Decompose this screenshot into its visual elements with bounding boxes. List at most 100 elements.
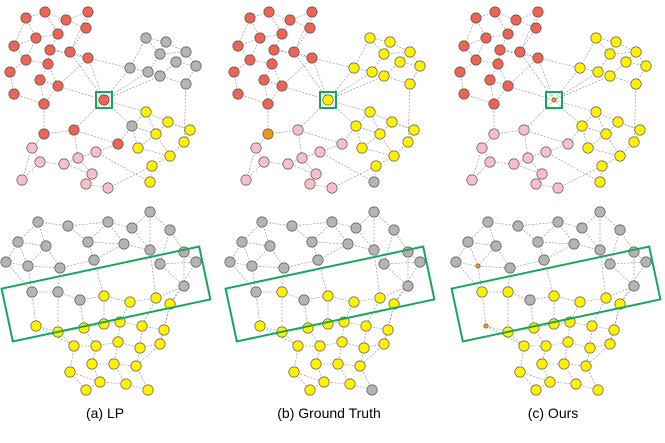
graph-edge xyxy=(85,381,101,391)
graph-edge xyxy=(327,321,345,325)
graph-edge xyxy=(481,147,491,163)
graph-node xyxy=(414,60,426,72)
graph-node xyxy=(306,52,318,64)
graph-edge xyxy=(129,37,147,69)
graph-edge xyxy=(229,261,257,293)
graph-node xyxy=(614,150,626,162)
graph-edge xyxy=(291,221,333,227)
graph-node xyxy=(30,320,42,332)
graph-edge xyxy=(87,57,105,101)
graph-node xyxy=(364,106,376,118)
graph-node xyxy=(532,52,544,64)
graph-edge xyxy=(107,165,153,189)
graph-node xyxy=(570,378,582,390)
graph-node xyxy=(482,216,494,228)
graph-node xyxy=(20,54,32,66)
graph-node xyxy=(58,158,70,170)
graph-node xyxy=(310,168,322,180)
graph-node xyxy=(604,258,616,270)
graph-node xyxy=(160,36,172,48)
graph-node xyxy=(154,338,166,350)
graph-node xyxy=(384,36,396,48)
graph-node xyxy=(484,74,496,86)
graph-node xyxy=(404,78,416,90)
graph-node xyxy=(388,224,400,236)
panel-ground-truth xyxy=(224,6,436,396)
graph-node xyxy=(382,324,394,336)
graph-node xyxy=(576,222,588,234)
graph-node xyxy=(350,120,362,132)
graph-node xyxy=(26,286,38,298)
graph-node xyxy=(584,342,596,354)
graph-node xyxy=(8,88,20,100)
graph-node xyxy=(590,106,602,118)
graph-edge xyxy=(93,259,105,297)
graph-edge xyxy=(95,151,151,183)
graph-node xyxy=(20,12,32,24)
graph-node xyxy=(502,28,514,40)
graph-node xyxy=(262,98,274,110)
graph-node xyxy=(8,40,20,52)
graph-edge xyxy=(255,291,261,327)
graph-edge xyxy=(557,165,603,189)
graph-node xyxy=(162,116,174,128)
graph-node xyxy=(154,70,166,82)
graph-node xyxy=(296,152,308,164)
graph-node xyxy=(134,342,146,354)
graph-edge xyxy=(407,83,411,143)
graph-node xyxy=(142,384,154,396)
graph-node xyxy=(536,168,548,180)
graph-node xyxy=(620,56,632,68)
graph-edge xyxy=(327,67,355,101)
graph-node xyxy=(502,80,514,92)
graph-node xyxy=(530,384,542,396)
graph-node xyxy=(80,22,92,34)
graph-node xyxy=(374,128,386,140)
graph-node xyxy=(574,296,586,308)
graph-node xyxy=(378,338,390,350)
graph-node xyxy=(594,244,606,256)
graph-node xyxy=(82,236,94,248)
graph-edge xyxy=(553,321,571,325)
graph-node xyxy=(292,340,304,352)
graph-edge xyxy=(69,11,89,53)
graph-node xyxy=(614,224,626,236)
graph-node xyxy=(120,378,132,390)
graph-node xyxy=(552,216,564,228)
graph-edge xyxy=(31,147,41,163)
highlight-box-region xyxy=(0,245,212,343)
graph-node xyxy=(276,28,288,40)
graph-node xyxy=(132,142,144,154)
graph-edge xyxy=(87,241,125,245)
graph-node xyxy=(304,178,316,190)
graph-node xyxy=(164,150,176,162)
graph-node xyxy=(640,256,652,268)
graph-edge xyxy=(609,229,621,265)
graph-node xyxy=(38,98,50,110)
graph-edge xyxy=(319,151,375,183)
graph-node xyxy=(126,120,138,132)
graph-node xyxy=(368,176,380,188)
graph-node xyxy=(458,40,470,52)
graph-node xyxy=(312,254,324,266)
graph-node xyxy=(366,384,378,396)
graph-edge xyxy=(513,157,529,165)
graph-node xyxy=(592,384,604,396)
graph-node xyxy=(322,94,334,106)
graph-node xyxy=(475,263,481,269)
graph-node xyxy=(170,56,182,68)
graph-node xyxy=(532,236,544,248)
graph-edge xyxy=(85,11,89,29)
graph-edge xyxy=(545,151,601,183)
graph-node xyxy=(548,290,560,302)
graph-node xyxy=(144,176,156,188)
graph-node xyxy=(348,296,360,308)
graph-node xyxy=(278,262,290,274)
graph-edge xyxy=(255,147,265,163)
graph-node xyxy=(484,156,496,168)
graph-edge xyxy=(553,71,599,101)
top-graph-ground-truth-nodes xyxy=(228,6,426,194)
graph-edge xyxy=(31,291,37,327)
top-graph-ours-nodes xyxy=(454,6,652,194)
graph-edge xyxy=(327,99,357,127)
